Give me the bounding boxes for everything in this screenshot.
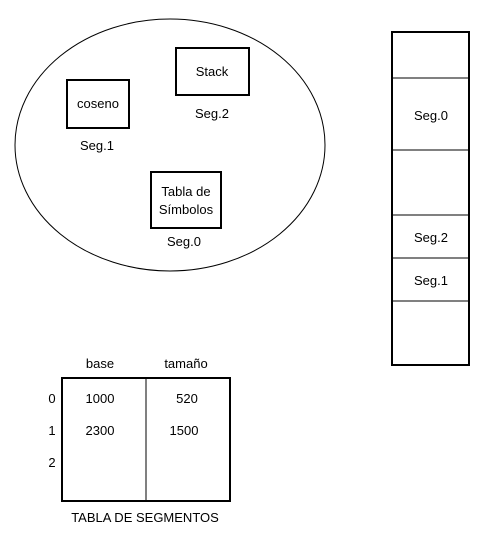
segment-box — [175, 47, 250, 96]
row-index: 0 — [48, 391, 55, 406]
memory-region-label: Seg.2 — [414, 230, 448, 245]
memory-outline — [391, 31, 470, 366]
segment-symbol-table: Tabla de Símbolos Seg.0 — [150, 171, 222, 249]
cell-size: 520 — [176, 391, 198, 406]
cell-size: 1500 — [170, 423, 199, 438]
segment-box-label: Stack — [196, 64, 229, 79]
row-index: 2 — [48, 455, 55, 470]
segment-stack: Stack Seg.2 — [175, 47, 250, 121]
segment-box — [150, 171, 222, 229]
cell-base: 2300 — [86, 423, 115, 438]
process-ellipse — [14, 18, 326, 272]
segment-box-label: coseno — [77, 96, 119, 111]
memory-region-label: Seg.0 — [414, 108, 448, 123]
segment-table: base tamaño 0 1000 520 1 2300 1500 2 TAB… — [48, 356, 231, 525]
segment-coseno: coseno Seg.1 — [66, 79, 130, 153]
row-index: 1 — [48, 423, 55, 438]
cell-base: 1000 — [86, 391, 115, 406]
segment-box — [66, 79, 130, 129]
physical-memory: Seg.0 Seg.2 Seg.1 — [391, 31, 470, 366]
segment-box-label: Símbolos — [159, 202, 214, 217]
segment-caption: Seg.2 — [195, 106, 229, 121]
logical-address-space: coseno Seg.1 Stack Seg.2 Tabla de Símbol… — [14, 18, 326, 272]
column-header-size: tamaño — [164, 356, 207, 371]
column-header-base: base — [86, 356, 114, 371]
segment-caption: Seg.0 — [167, 234, 201, 249]
segment-box-label: Tabla de — [161, 184, 210, 199]
segment-caption: Seg.1 — [80, 138, 114, 153]
table-caption: TABLA DE SEGMENTOS — [71, 510, 219, 525]
memory-region-label: Seg.1 — [414, 273, 448, 288]
